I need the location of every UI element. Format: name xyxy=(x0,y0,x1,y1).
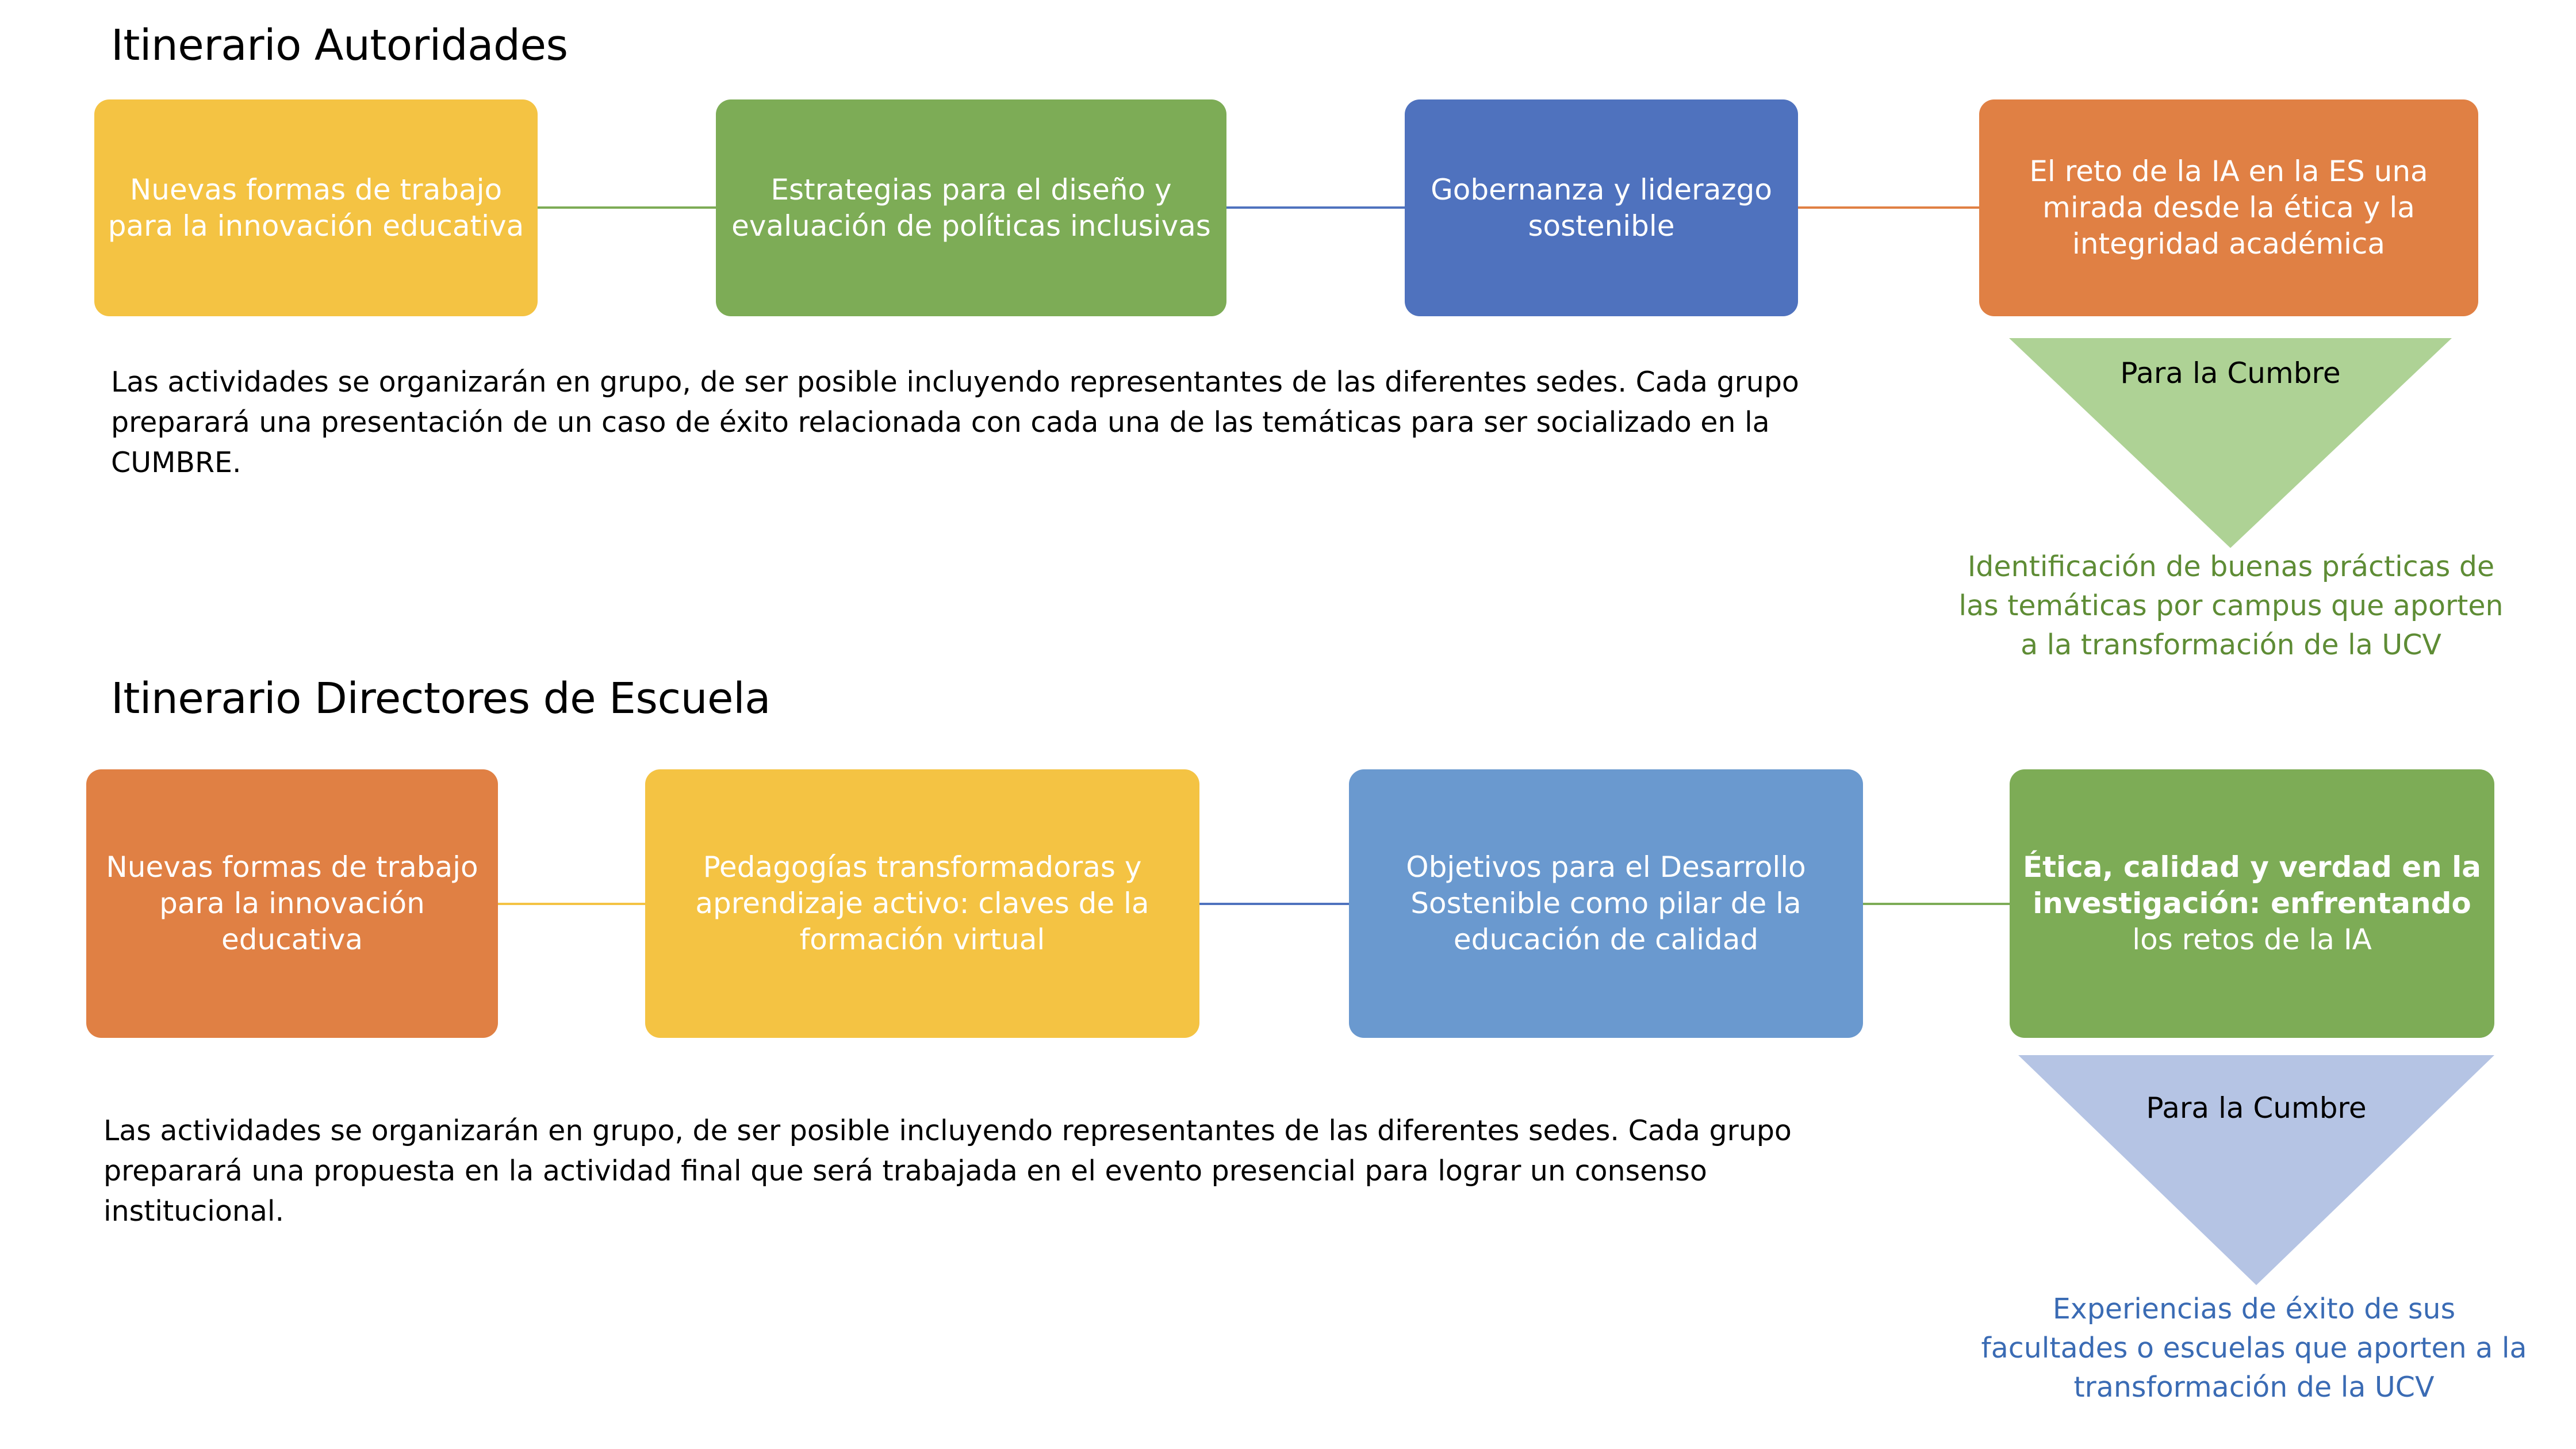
auto-triangle-shape xyxy=(2009,338,2452,548)
auto-outcome: Identificación de buenas prácticas de la… xyxy=(1958,550,2504,661)
dir-triangle-shape xyxy=(2018,1055,2494,1285)
directores-title: Itinerario Directores de Escuela xyxy=(111,674,770,723)
dir-box-etica-label-bold: Ética, calidad y verdad en la investigac… xyxy=(2022,850,2482,920)
connector-auto-1-2 xyxy=(538,206,716,209)
auto-box-reto-ia-label: El reto de la IA en la ES una mirada des… xyxy=(2029,155,2428,260)
dir-box-pedagogias-label: Pedagogías transformadoras y aprendizaje… xyxy=(695,850,1149,956)
dir-box-etica: Ética, calidad y verdad en la investigac… xyxy=(2010,769,2494,1038)
connector-auto-3-4 xyxy=(1798,206,1979,209)
auto-box-nuevas-formas: Nuevas formas de trabajo para la innovac… xyxy=(94,99,538,316)
autoridades-title: Itinerario Autoridades xyxy=(111,21,568,70)
auto-description: Las actividades se organizarán en grupo,… xyxy=(111,366,1799,479)
auto-box-estrategias-label: Estrategias para el diseño y evaluación … xyxy=(731,172,1211,243)
auto-triangle xyxy=(2009,338,2452,548)
dir-outcome: Experiencias de éxito de sus facultades … xyxy=(1981,1293,2527,1404)
dir-box-etica-label-rest: los retos de la IA xyxy=(2132,923,2372,956)
dir-triangle xyxy=(2018,1055,2494,1285)
auto-box-gobernanza: Gobernanza y liderazgo sostenible xyxy=(1405,99,1798,316)
dir-box-ods: Objetivos para el Desarrollo Sostenible … xyxy=(1349,769,1863,1038)
dir-box-pedagogias: Pedagogías transformadoras y aprendizaje… xyxy=(645,769,1199,1038)
connector-auto-2-3 xyxy=(1226,206,1405,209)
auto-triangle-label: Para la Cumbre xyxy=(2120,356,2341,390)
dir-box-nuevas-formas: Nuevas formas de trabajo para la innovac… xyxy=(86,769,498,1038)
connector-dir-2-3 xyxy=(1199,903,1349,905)
dir-triangle-label: Para la Cumbre xyxy=(2146,1091,2367,1125)
dir-box-etica-label: Ética, calidad y verdad en la investigac… xyxy=(2022,849,2482,958)
auto-box-nuevas-formas-label: Nuevas formas de trabajo para la innovac… xyxy=(108,172,524,243)
connector-dir-1-2 xyxy=(498,903,645,905)
dir-box-ods-label: Objetivos para el Desarrollo Sostenible … xyxy=(1406,850,1806,956)
connector-dir-3-4 xyxy=(1863,903,2010,905)
auto-box-gobernanza-label: Gobernanza y liderazgo sostenible xyxy=(1431,172,1772,243)
auto-box-estrategias: Estrategias para el diseño y evaluación … xyxy=(716,99,1226,316)
dir-description: Las actividades se organizarán en grupo,… xyxy=(103,1114,1792,1228)
dir-box-nuevas-formas-label: Nuevas formas de trabajo para la innovac… xyxy=(106,850,478,956)
auto-box-reto-ia: El reto de la IA en la ES una mirada des… xyxy=(1979,99,2478,316)
